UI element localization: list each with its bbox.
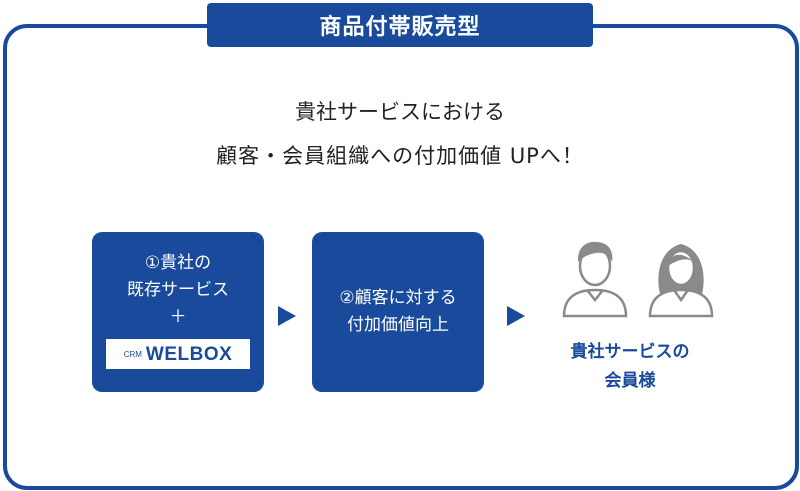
step-2-line-2: 付加価値向上	[347, 315, 449, 335]
logo-prefix: CRM	[123, 349, 142, 359]
arrow-right-icon	[278, 306, 296, 326]
logo-name: WELBOX	[145, 343, 233, 365]
arrow-right-icon	[507, 306, 525, 326]
page-title: 商品付帯販売型	[319, 15, 481, 40]
step-2-box: ②顧客に対する 付加価値向上	[312, 232, 484, 392]
title-tab: 商品付帯販売型	[207, 3, 593, 47]
heading-line-1: 貴社サービスにおける	[295, 100, 505, 124]
female-person-icon	[648, 244, 714, 318]
step-1-box: ①貴社の 既存サービス ＋ CRM WELBOX	[92, 232, 264, 392]
heading-line-2: 顧客・会員組織への付加価値 UPへ！	[216, 144, 584, 168]
step-1-line-1: ①貴社の	[144, 253, 212, 273]
members-line-1: 貴社サービスの	[570, 342, 690, 362]
step-1-plus: ＋	[169, 307, 187, 327]
members-label: 貴社サービスの 会員様	[540, 338, 720, 396]
step-2-line-1: ②顧客に対する	[339, 288, 457, 308]
male-person-icon	[562, 241, 628, 318]
step-1-line-2: 既存サービス	[127, 280, 229, 300]
welbox-logo: CRM WELBOX	[106, 339, 250, 369]
members-line-2: 会員様	[604, 371, 656, 391]
